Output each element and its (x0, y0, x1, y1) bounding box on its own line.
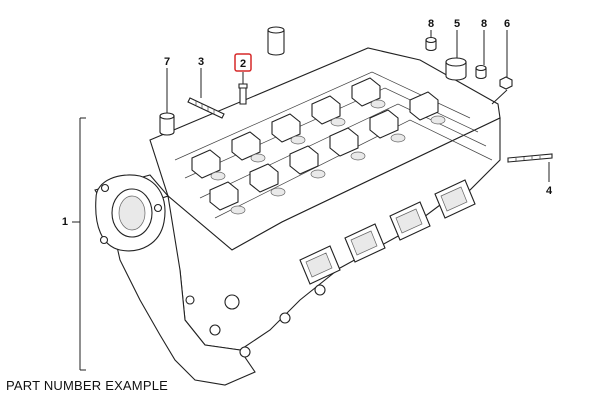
callout-3: 3 (198, 56, 204, 68)
callout-6: 6 (504, 18, 510, 30)
port-runners (299, 179, 476, 285)
bolt-bosses (185, 284, 326, 358)
callout-4: 4 (546, 185, 553, 197)
part-plug-8a (425, 36, 437, 52)
part-sleeve (159, 112, 175, 136)
callout-8a: 8 (428, 18, 434, 30)
callout-7: 7 (164, 56, 170, 68)
part-stud-4 (507, 153, 553, 163)
part-plug-8b (475, 64, 487, 80)
callout-2-highlight (234, 53, 252, 72)
callout-8b: 8 (481, 18, 487, 30)
part-stud-3 (187, 97, 225, 119)
callout-2: 2 (240, 58, 246, 70)
cam-bearing-caps (191, 77, 439, 211)
caption-part-number-example: PART NUMBER EXAMPLE (6, 378, 169, 393)
leader-lines (72, 30, 550, 371)
part-guide-tube (267, 26, 285, 56)
cylinder-head-body (94, 47, 501, 386)
tappet-bores (210, 99, 446, 215)
callouts: 1 2 3 4 5 6 7 8 8 (62, 18, 553, 228)
callout-1: 1 (62, 216, 68, 228)
front-housing (95, 174, 166, 252)
part-bolt-2 (238, 83, 248, 105)
part-sealing-cup-5 (445, 57, 467, 81)
callout-5: 5 (454, 18, 460, 30)
part-nut-6 (499, 76, 513, 90)
